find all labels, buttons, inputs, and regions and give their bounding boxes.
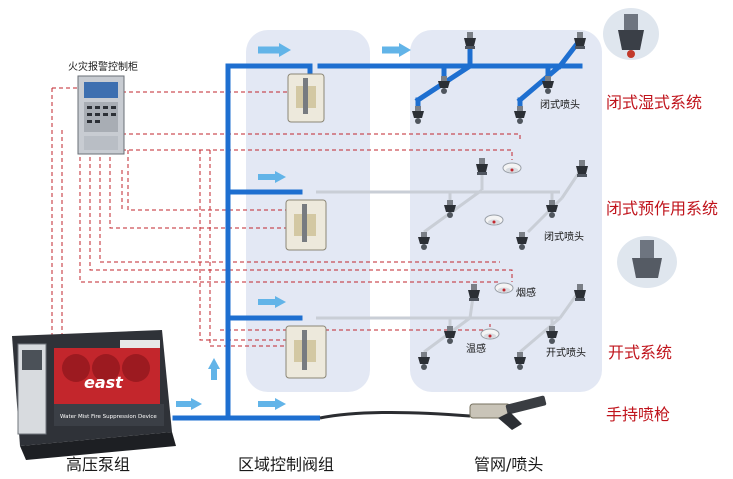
preaction-detector (484, 214, 504, 226)
pipe-network-panel (410, 30, 602, 392)
sprinkler-head-photo (603, 8, 659, 60)
pump-caption: Water Mist Fire Suppression Device (60, 414, 157, 420)
system-label-preaction: 闭式预作用系统 (606, 199, 718, 218)
bottom-label-pipes: 管网/喷头 (474, 455, 543, 474)
valve-set-open (285, 325, 327, 379)
main-pipes (172, 36, 584, 421)
high-pressure-pump-unit (12, 330, 176, 460)
system-label-handheld: 手持喷枪 (606, 405, 670, 424)
system-label-open: 开式系统 (608, 343, 672, 362)
system-label-wet: 闭式湿式系统 (606, 93, 702, 112)
nozzle-head-photo (617, 236, 677, 288)
valve-set-preaction (285, 199, 327, 251)
label-open-nozzle: 开式喷头 (546, 346, 586, 359)
label-heat-detector: 温感 (466, 342, 486, 355)
label-smoke-detector: 烟感 (516, 286, 536, 299)
pump-brand-logo: east (84, 373, 124, 392)
label-closed-nozzle-2: 闭式喷头 (544, 230, 584, 243)
fire-alarm-control-cabinet (77, 75, 125, 155)
bottom-label-pump: 高压泵组 (66, 455, 130, 474)
valve-set-wet (287, 73, 325, 123)
panel-title: 火灾报警控制柜 (68, 60, 138, 73)
handheld-spray-gun (469, 395, 547, 430)
smoke-detector (494, 282, 514, 294)
flow-arrows (176, 43, 411, 410)
bottom-label-valves: 区域控制阀组 (238, 455, 334, 474)
label-closed-nozzle-1: 闭式喷头 (540, 98, 580, 111)
handheld-hose (319, 411, 471, 420)
wet-detector (502, 162, 522, 174)
heat-detector (480, 328, 500, 340)
